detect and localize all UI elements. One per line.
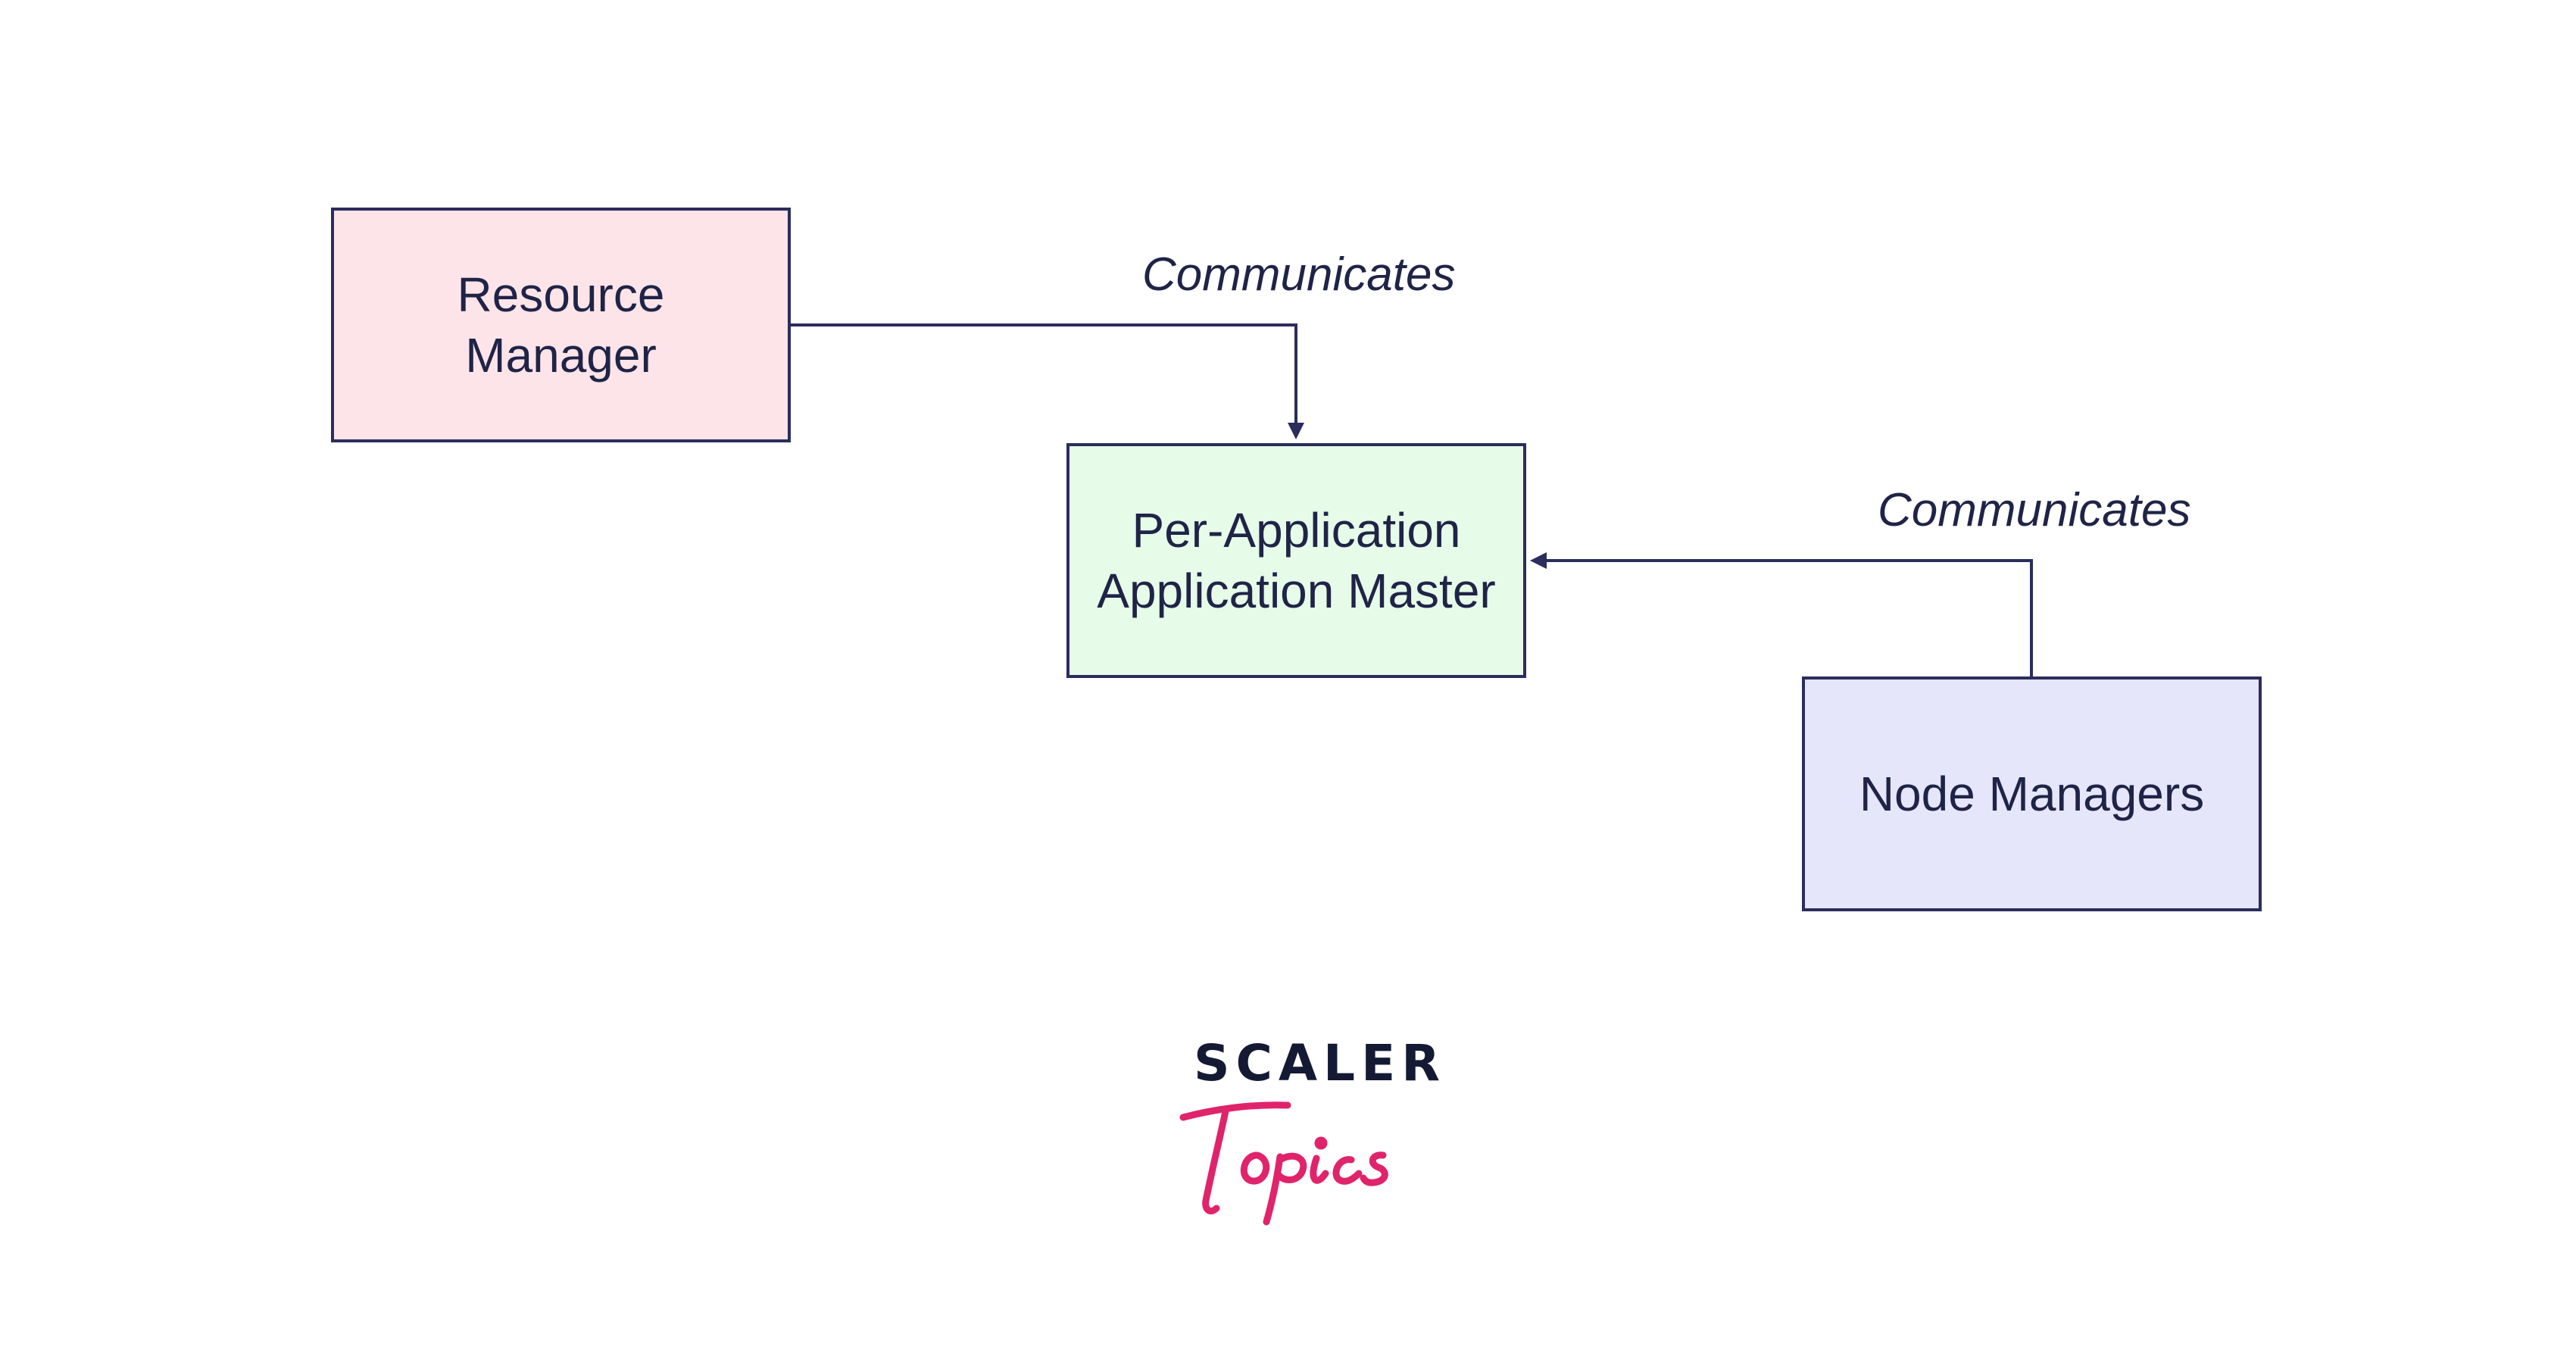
scaler-topics-logo: SCALER xyxy=(1166,1034,1440,1231)
resource-manager-label: Resource Manager xyxy=(457,267,665,383)
node-managers-node: Node Managers xyxy=(1802,676,2262,911)
application-master-label: Per-Application Application Master xyxy=(1097,503,1496,618)
edge-nm-to-am-arrowhead xyxy=(1530,552,1547,569)
logo-script-topics xyxy=(1179,1101,1388,1226)
node-managers-label: Node Managers xyxy=(1859,767,2205,821)
application-master-node: Per-Application Application Master xyxy=(1066,443,1526,678)
edge-rm-to-am-label: Communicates xyxy=(1142,248,1456,301)
edge-nm-to-am-line xyxy=(1539,559,2033,676)
resource-manager-node: Resource Manager xyxy=(331,208,791,442)
edge-rm-to-am-line xyxy=(791,323,1297,430)
edge-nm-to-am-label: Communicates xyxy=(1878,484,2191,536)
edge-rm-to-am-arrowhead xyxy=(1288,423,1304,439)
logo-wordmark: SCALER xyxy=(1194,1034,1447,1092)
